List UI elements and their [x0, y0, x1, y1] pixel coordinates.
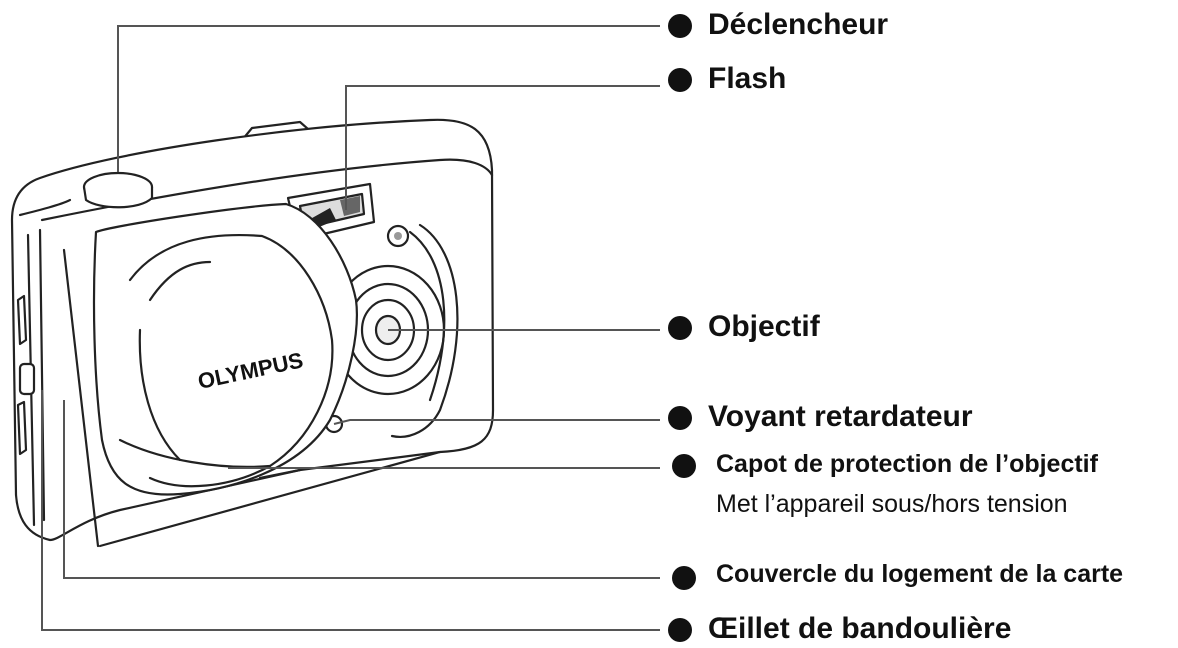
leader-card-cover: [63, 400, 660, 579]
bullet-lens-cover: [672, 454, 696, 478]
side-strap-eyelet: [18, 362, 36, 396]
bullet-lens: [668, 316, 692, 340]
callout-card-cover: Couvercle du logement de la carte: [716, 560, 1124, 588]
bullet-card-cover: [672, 566, 696, 590]
lens-cover: [92, 202, 358, 496]
bullet-flash: [668, 68, 692, 92]
callout-strap-eyelet: Œillet de bandoulière: [708, 612, 1012, 645]
callout-shutter: Déclencheur: [708, 8, 889, 41]
leader-strap-eyelet: [41, 390, 660, 631]
leader-shutter: [117, 25, 660, 172]
callout-flash: Flash: [708, 62, 787, 95]
callout-lens: Objectif: [708, 310, 820, 343]
bullet-shutter: [668, 14, 692, 38]
callout-lens-cover: Capot de protection de l’objectif: [716, 450, 1098, 478]
leader-flash: [345, 85, 660, 210]
leader-lines: [41, 25, 660, 631]
bullet-strap-eyelet: [668, 618, 692, 642]
callout-self-timer: Voyant retardateur: [708, 400, 973, 433]
callout-lens-cover-sub: Met l’appareil sous/hors tension: [716, 490, 1068, 518]
leader-self-timer: [333, 419, 660, 425]
camera-illustration: [10, 118, 495, 548]
bullet-self-timer: [668, 406, 692, 430]
